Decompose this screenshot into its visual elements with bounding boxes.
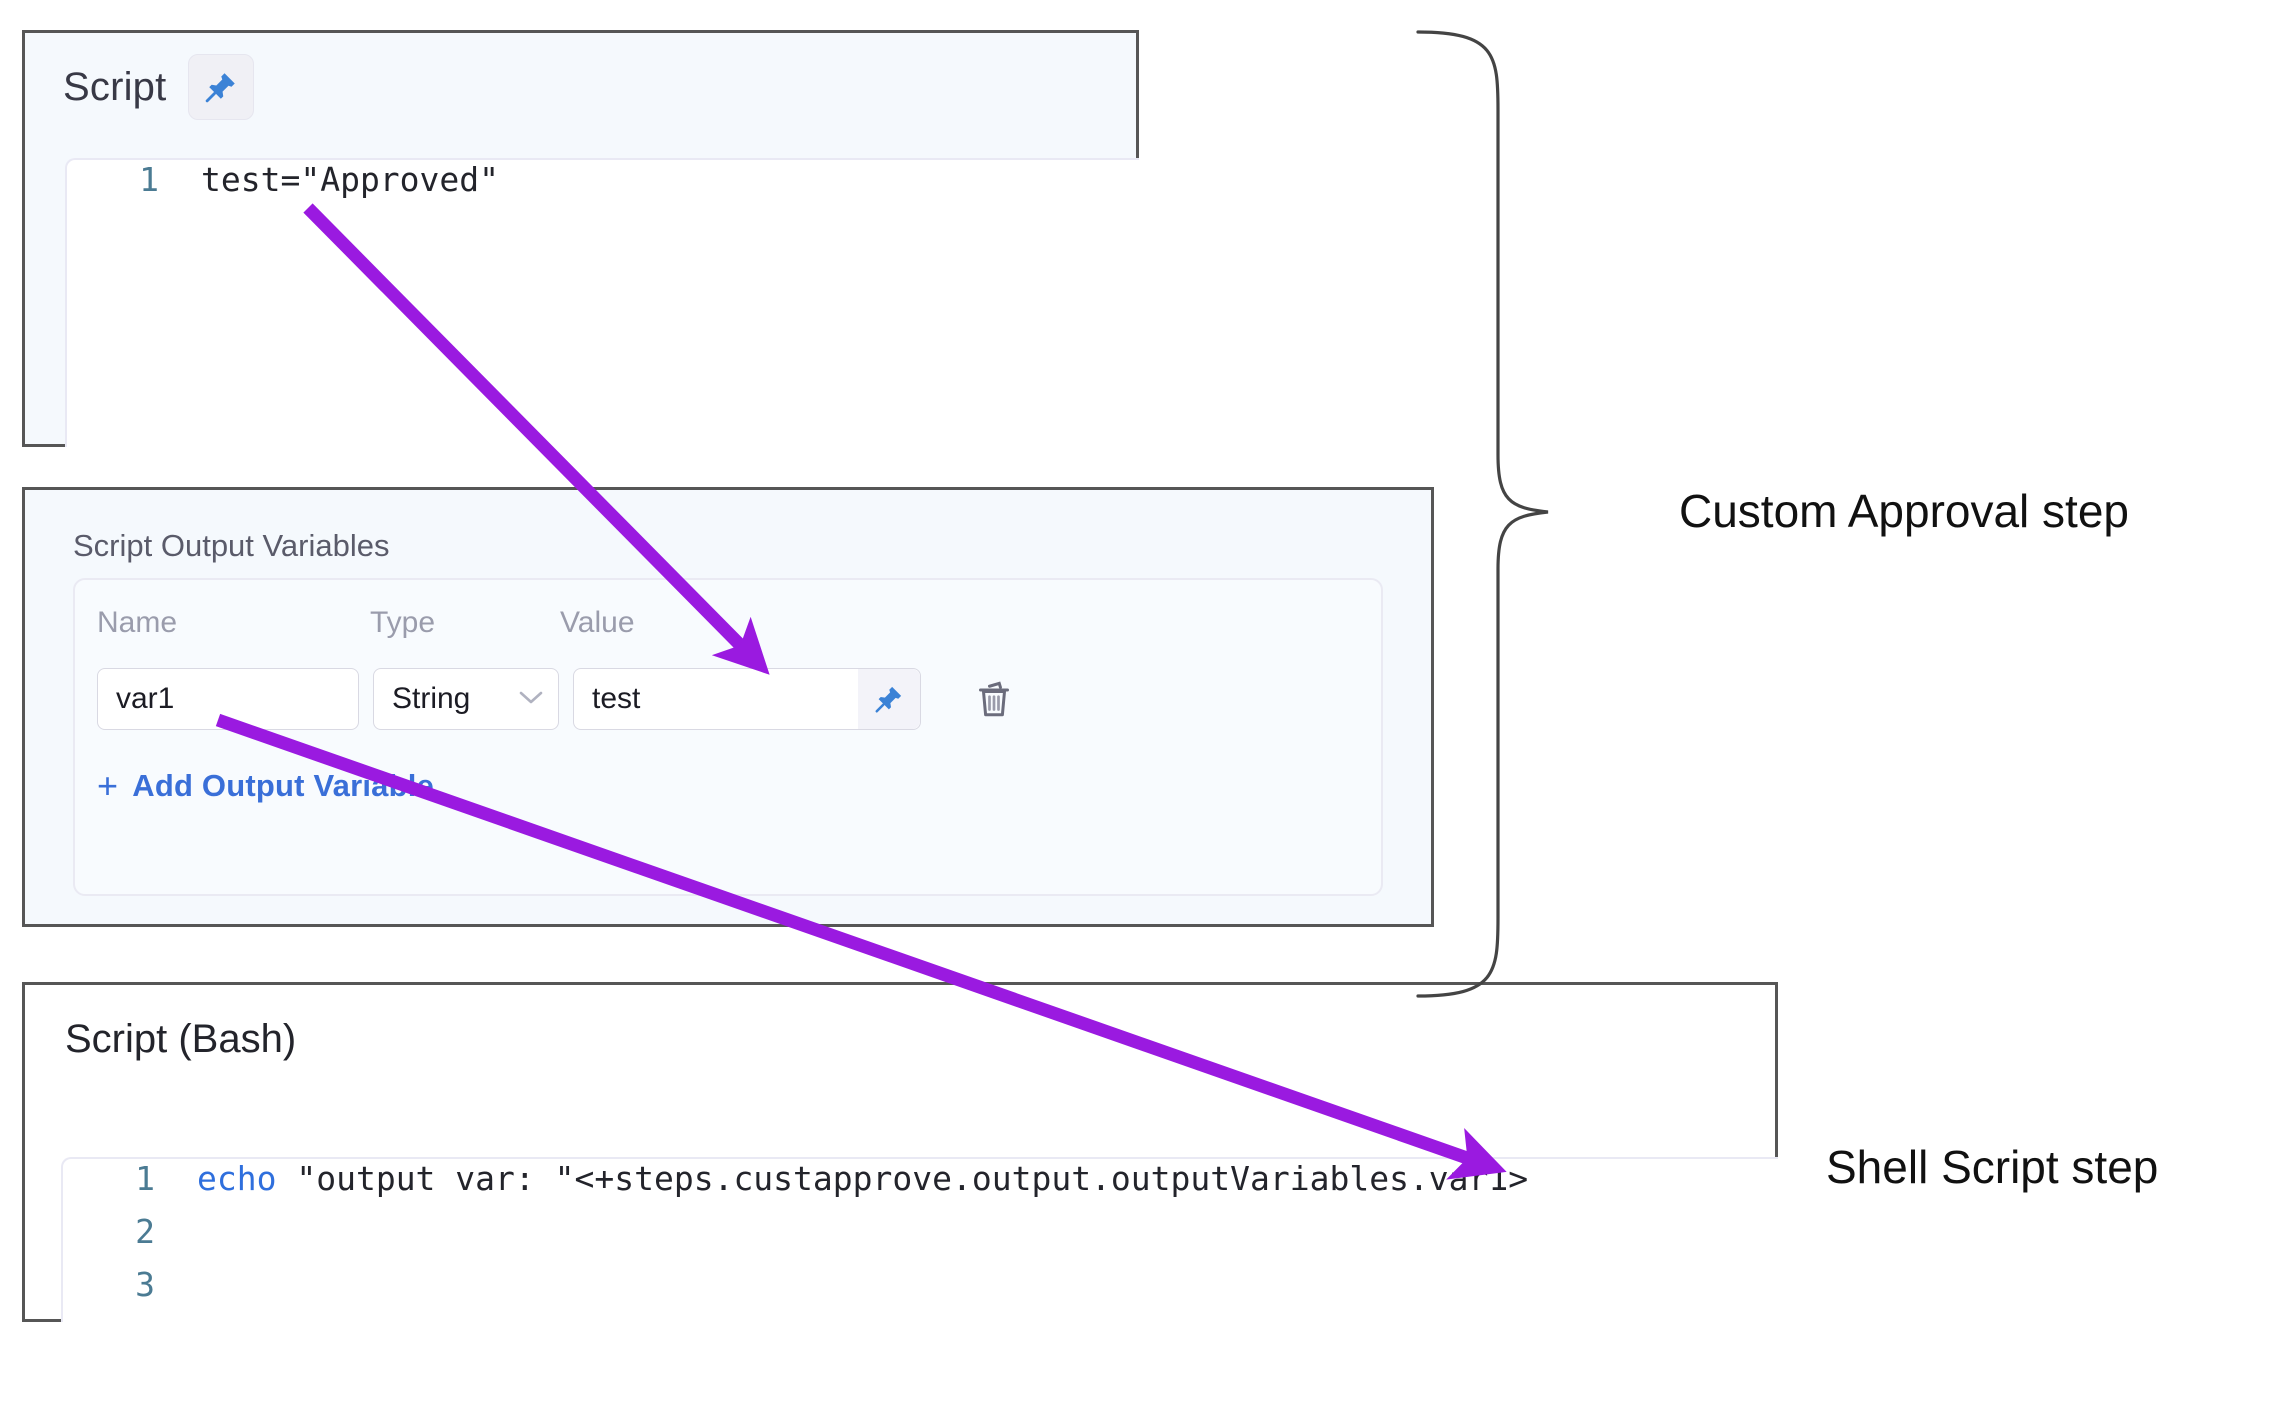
output-variables-card: Name Type Value var1 String test (73, 578, 1383, 896)
trash-icon[interactable] (965, 670, 1023, 728)
code-line-text: echo "output var: "<+steps.custapprove.o… (197, 1159, 1528, 1198)
pushpin-icon[interactable] (858, 669, 920, 729)
line-number: 1 (135, 1159, 155, 1198)
output-variables-header-row: Name Type Value (75, 606, 1381, 650)
annotation-label-custom-approval-step: Custom Approval step (1679, 485, 2130, 537)
code-line: 1 test="Approved" (67, 160, 1139, 212)
add-output-variable-label: Add Output Variable (132, 768, 435, 803)
line-number: 1 (139, 160, 159, 199)
code-line: 2 (63, 1212, 1778, 1265)
code-line: 3 (63, 1265, 1778, 1318)
code-keyword: echo (197, 1159, 277, 1198)
output-variables-title: Script Output Variables (73, 528, 390, 563)
annotation-label-shell-script-step: Shell Script step (1826, 1141, 2159, 1193)
variable-type-select[interactable]: String (373, 668, 559, 730)
script-code-editor[interactable]: 1 test="Approved" (65, 158, 1139, 447)
variable-name-input[interactable]: var1 (97, 668, 359, 730)
add-output-variable-button[interactable]: + Add Output Variable (97, 768, 434, 804)
bash-script-title: Script (Bash) (65, 1017, 297, 1061)
code-rest: "output var: "<+steps.custapprove.output… (276, 1159, 1529, 1198)
column-header-name: Name (97, 606, 178, 639)
code-line-text: test="Approved" (201, 160, 500, 199)
pushpin-icon[interactable] (188, 54, 255, 120)
line-number: 2 (135, 1212, 155, 1251)
plus-icon: + (97, 765, 119, 806)
brace-custom-approval (1416, 30, 1549, 998)
script-panel: Script 1 test="Approved" (22, 30, 1139, 447)
column-header-value: Value (560, 606, 635, 639)
script-output-variables-panel: Script Output Variables Name Type Value … (22, 487, 1434, 927)
script-panel-header: Script (25, 33, 1136, 120)
variable-value-field[interactable]: test (573, 668, 921, 730)
bash-script-panel: Script (Bash) 1 echo "output var: "<+ste… (22, 982, 1778, 1322)
line-number: 3 (135, 1265, 155, 1304)
column-header-type: Type (370, 606, 436, 639)
bash-code-editor[interactable]: 1 echo "output var: "<+steps.custapprove… (61, 1157, 1778, 1322)
code-line: 1 echo "output var: "<+steps.custapprove… (63, 1159, 1778, 1212)
output-variable-row: var1 String test (97, 668, 1023, 730)
variable-name-value: var1 (116, 682, 175, 715)
variable-type-value: String (392, 682, 471, 715)
variable-value-text: test (592, 682, 641, 715)
chevron-down-icon (518, 688, 544, 710)
script-panel-title: Script (63, 64, 167, 109)
